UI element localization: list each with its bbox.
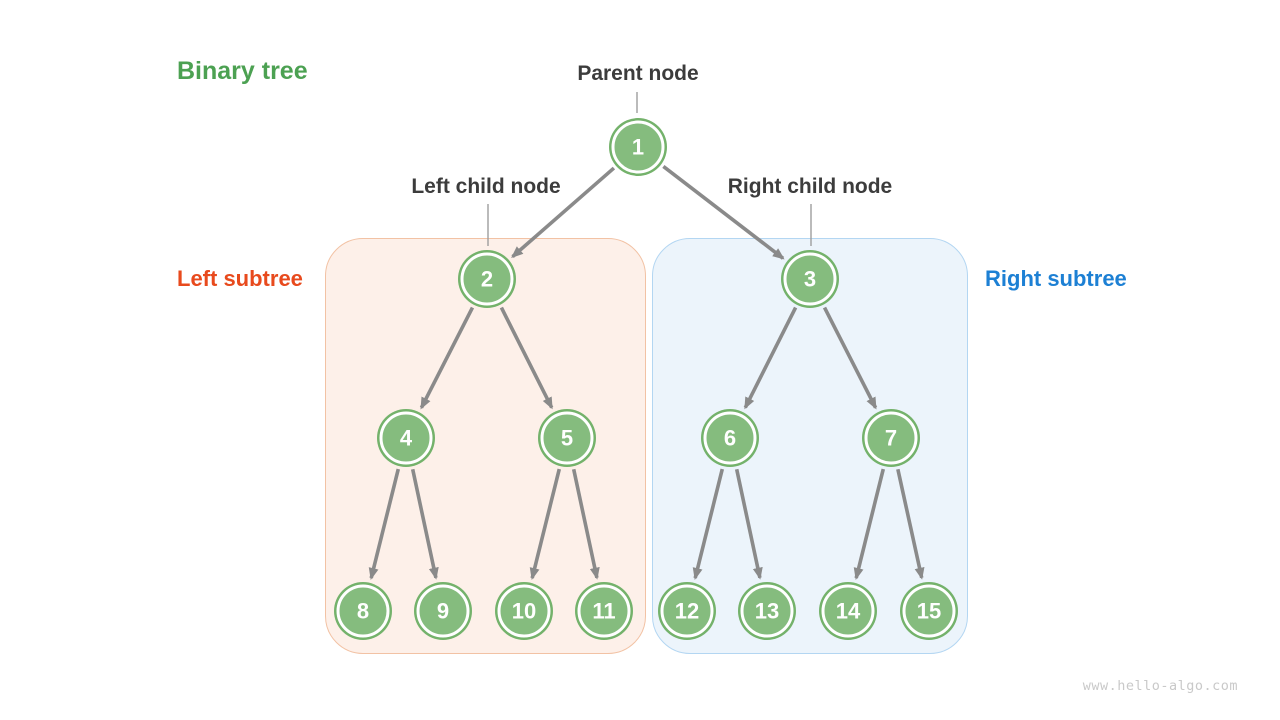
tree-node-11: 11 — [577, 584, 631, 638]
tree-node-13: 13 — [740, 584, 794, 638]
left-child-node-label: Left child node — [411, 175, 561, 198]
left-subtree-box — [325, 238, 646, 654]
tree-node-6: 6 — [703, 411, 757, 465]
tree-node-9: 9 — [416, 584, 470, 638]
tree-node-8: 8 — [336, 584, 390, 638]
tree-node-1: 1 — [611, 120, 665, 174]
tree-node-12: 12 — [660, 584, 714, 638]
parent-node-label: Parent node — [577, 62, 699, 85]
page-title: Binary tree — [177, 57, 308, 85]
tree-node-3: 3 — [783, 252, 837, 306]
tree-node-14: 14 — [821, 584, 875, 638]
tree-node-7: 7 — [864, 411, 918, 465]
tree-node-4: 4 — [379, 411, 433, 465]
tree-node-5: 5 — [540, 411, 594, 465]
watermark: www.hello-algo.com — [1082, 678, 1238, 694]
right-subtree-label: Right subtree — [985, 266, 1127, 291]
left-subtree-label: Left subtree — [177, 266, 303, 291]
tree-node-15: 15 — [902, 584, 956, 638]
tree-node-10: 10 — [497, 584, 551, 638]
right-child-node-label: Right child node — [727, 175, 893, 198]
tree-node-2: 2 — [460, 252, 514, 306]
